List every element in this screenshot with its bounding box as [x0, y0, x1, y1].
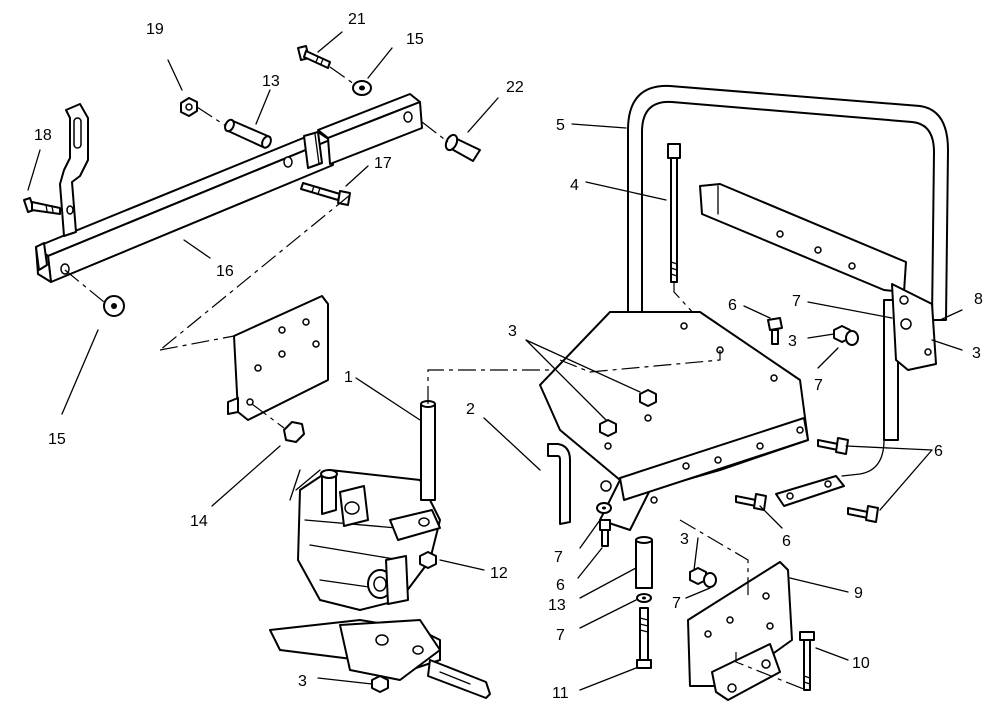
bent-rod-part-2	[547, 443, 571, 525]
callout-6-right: 6	[934, 443, 943, 460]
callout-labels: 19 21 15 13 22 18 17 16 15 5 4 8 7 6 3 3…	[34, 11, 983, 702]
side-plate-part-8	[891, 283, 937, 371]
callout-3-right: 3	[972, 345, 981, 362]
callout-7-plate: 7	[672, 595, 681, 612]
callout-3-lower: 3	[680, 531, 689, 548]
callout-9: 9	[854, 585, 863, 602]
hitch-extension-bar	[317, 93, 423, 165]
callout-13-right: 13	[548, 597, 566, 614]
callout-11: 11	[552, 685, 569, 702]
bolt-part-18	[23, 197, 61, 215]
callout-12: 12	[490, 565, 508, 582]
callout-6-lower: 6	[556, 577, 565, 594]
spacer-part-22	[444, 133, 481, 162]
callout-7-bottom: 7	[556, 627, 565, 644]
callout-13-top: 13	[262, 73, 280, 90]
callout-6-upper: 6	[728, 297, 737, 314]
leader-lines	[27, 31, 963, 691]
mount-plate-left	[159, 295, 329, 443]
upper-bracket	[699, 183, 907, 293]
callout-3-bottom: 3	[298, 673, 307, 690]
callout-15-top: 15	[406, 31, 424, 48]
hitch-bar-part-16	[35, 131, 334, 283]
callout-4: 4	[570, 177, 579, 194]
mount-plate-part-9	[687, 561, 793, 701]
callout-17: 17	[374, 155, 392, 172]
callout-19: 19	[146, 21, 164, 38]
callout-3-upper: 3	[788, 333, 797, 350]
callout-14: 14	[190, 513, 208, 530]
callout-2: 2	[466, 401, 475, 418]
callout-22: 22	[506, 79, 524, 96]
callout-7-upper: 7	[792, 293, 801, 310]
support-strap	[775, 475, 845, 507]
bolt-part-21	[297, 45, 331, 69]
transaxle-assembly	[269, 469, 491, 699]
nut-part-14	[283, 421, 305, 443]
spacer-part-13-right	[635, 536, 653, 603]
callout-1: 1	[344, 369, 353, 386]
bolt-part-11	[636, 607, 652, 669]
bolt-part-10	[799, 631, 815, 691]
deck-plate	[539, 311, 809, 531]
callout-15-bottom: 15	[48, 431, 66, 448]
callout-6-mid: 6	[782, 533, 791, 550]
callout-8: 8	[974, 291, 983, 308]
callout-7-left: 7	[554, 549, 563, 566]
callout-16: 16	[216, 263, 234, 280]
rod-part-1	[420, 369, 560, 501]
callout-3-deck: 3	[508, 323, 517, 340]
bolt-part-17	[300, 182, 351, 206]
spacer-part-13-top	[224, 118, 272, 149]
hitch-bracket	[59, 103, 89, 237]
callout-5: 5	[556, 117, 565, 134]
callout-21: 21	[348, 11, 366, 28]
callout-10: 10	[852, 655, 870, 672]
callout-7-mid: 7	[814, 377, 823, 394]
bar-splice-joint	[303, 131, 323, 169]
nut-part-12	[419, 551, 437, 569]
hitch-bar-assembly	[23, 45, 481, 351]
callout-18: 18	[34, 127, 52, 144]
